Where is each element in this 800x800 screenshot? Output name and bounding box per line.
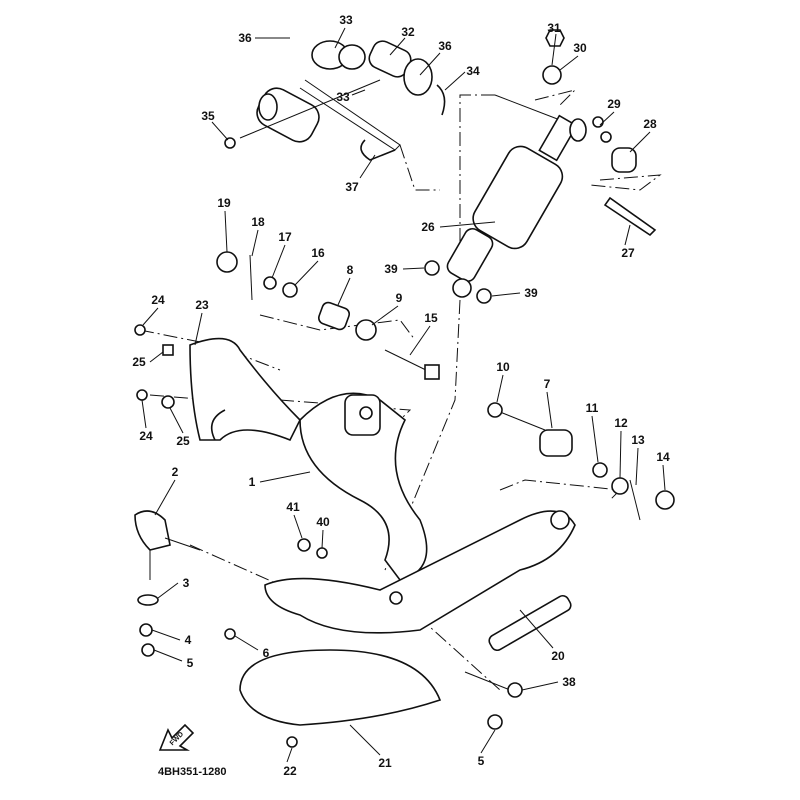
callout-label: 36	[238, 31, 252, 45]
callout-label: 37	[345, 180, 359, 194]
callout-label: 20	[551, 649, 565, 663]
callout-label: 14	[656, 450, 670, 464]
callout-label: 9	[395, 291, 403, 305]
callout-label: 41	[286, 500, 300, 514]
callout-label: 13	[631, 433, 645, 447]
callout-label: 4	[184, 633, 192, 647]
callout-label: 39	[524, 286, 538, 300]
callout-label: 28	[643, 117, 657, 131]
callout-label: 25	[132, 355, 146, 369]
rear-shock-absorber	[424, 29, 657, 304]
callout-label: 33	[336, 90, 350, 104]
callout-label: 31	[547, 21, 561, 35]
callout-label: 24	[151, 293, 165, 307]
callout-label: 34	[466, 64, 480, 78]
callout-label: 11	[585, 401, 599, 415]
callout-label: 16	[311, 246, 325, 260]
fwd-arrow-icon	[158, 723, 195, 751]
callout-label: 39	[384, 262, 398, 276]
part-code: 4BH351-1280	[158, 766, 227, 778]
callout-label: 8	[346, 263, 354, 277]
callout-label: 26	[421, 220, 435, 234]
callout-label: 30	[573, 41, 587, 55]
callout-label: 6	[262, 646, 270, 660]
callout-label: 18	[251, 215, 265, 229]
callout-label: 21	[378, 756, 392, 770]
callout-label: 24	[139, 429, 153, 443]
callout-label: 22	[283, 764, 297, 778]
callout-label: 35	[201, 109, 215, 123]
relay-arm	[189, 337, 428, 581]
callout-label: 1	[248, 475, 256, 489]
callout-label: 25	[176, 434, 190, 448]
reservoir-assembly	[224, 40, 446, 161]
callout-label: 5	[477, 754, 485, 768]
hardware	[134, 251, 675, 748]
callout-label: 38	[562, 675, 576, 689]
callout-label: 15	[424, 311, 438, 325]
callout-label: 32	[401, 25, 415, 39]
callout-label: 29	[607, 97, 621, 111]
callout-label: 2	[171, 465, 179, 479]
callout-label: 40	[316, 515, 330, 529]
callout-label: 5	[186, 656, 194, 670]
callout-label: 27	[621, 246, 635, 260]
callout-label: 33	[339, 13, 353, 27]
callout-label: 3	[182, 576, 190, 590]
callout-label: 7	[543, 377, 551, 391]
callout-label: 23	[195, 298, 209, 312]
callout-label: 36	[438, 39, 452, 53]
callout-label: 17	[278, 230, 292, 244]
callout-label: 10	[496, 360, 510, 374]
callout-label: 19	[217, 196, 231, 210]
leader-lines	[141, 27, 666, 763]
callout-label: 12	[614, 416, 628, 430]
swingarm-link	[239, 510, 576, 726]
